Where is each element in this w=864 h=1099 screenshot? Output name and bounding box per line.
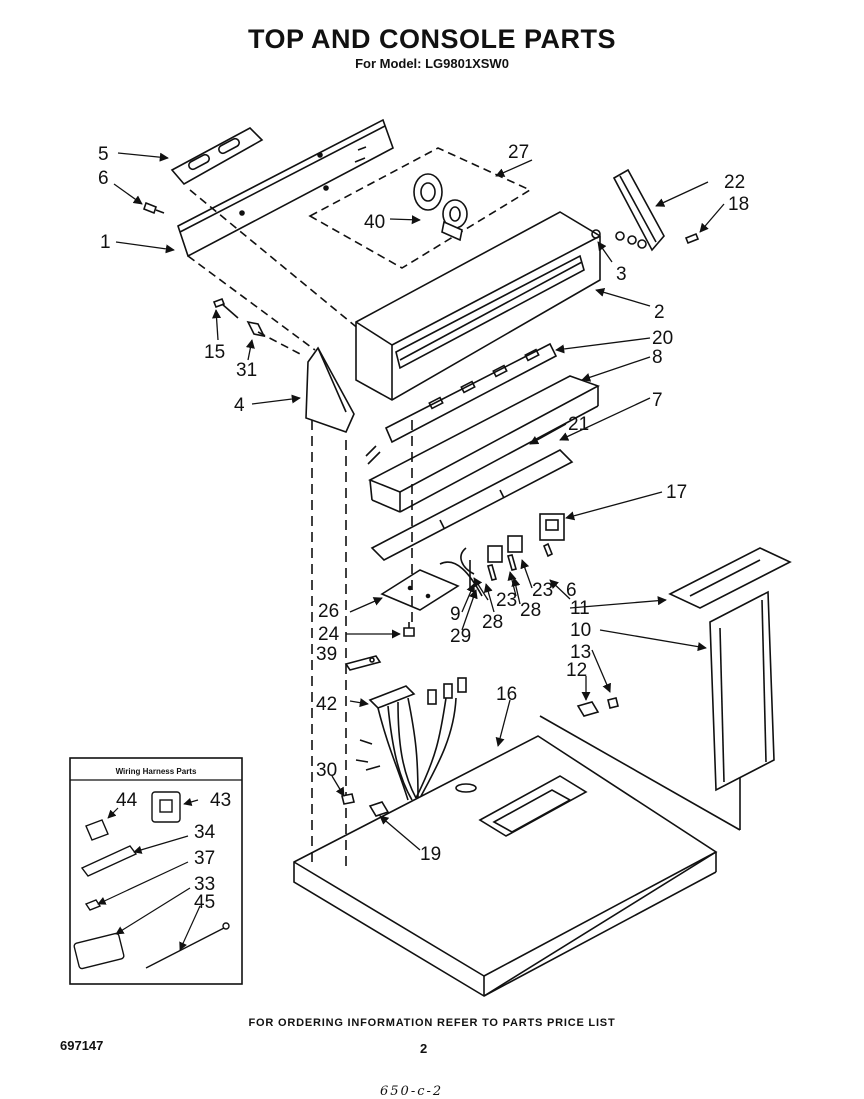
inset-callout-43: 43: [210, 790, 231, 811]
callout-23a: 23: [496, 590, 517, 611]
clip-screw-parts-12-13: [576, 697, 619, 717]
callout-18: 18: [728, 194, 749, 215]
inset-title: Wiring Harness Parts: [116, 767, 197, 776]
mounting-bracket-part: [170, 127, 264, 186]
ordering-note: FOR ORDERING INFORMATION REFER TO PARTS …: [248, 1017, 616, 1029]
callout-9: 9: [450, 604, 461, 625]
callout-12: 12: [566, 660, 587, 681]
callout-2: 2: [654, 302, 665, 323]
handwritten-note: 650-c-2: [380, 1084, 444, 1099]
callout-40: 40: [364, 212, 385, 233]
callout-5: 5: [98, 144, 109, 165]
callout-31: 31: [236, 360, 257, 381]
leader-lines: [113, 152, 725, 851]
callout-13: 13: [570, 642, 591, 663]
page-number: 2: [420, 1041, 428, 1056]
callout-22: 22: [724, 172, 745, 193]
control-panel-part: [365, 342, 558, 465]
callout-10: 10: [570, 620, 591, 641]
control-housing-outline: [187, 147, 532, 351]
callout-29: 29: [450, 626, 471, 647]
callout-27: 27: [508, 142, 529, 163]
callout-15: 15: [204, 342, 225, 363]
callout-6: 6: [98, 168, 109, 189]
callout-3: 3: [616, 264, 627, 285]
callout-4: 4: [234, 395, 245, 416]
screw-part-24: [403, 622, 415, 637]
inset-callout-44: 44: [116, 790, 138, 811]
callout-28b: 28: [520, 600, 541, 621]
callout-30: 30: [316, 760, 337, 781]
wiring-harness-part: [355, 677, 467, 801]
left-end-cap-part: [305, 346, 355, 433]
callout-28a: 28: [482, 612, 503, 633]
inset-callout-33: 33: [194, 874, 215, 895]
callout-21: 21: [568, 414, 589, 435]
callout-16: 16: [496, 684, 517, 705]
mounting-plate-part: [380, 569, 460, 611]
clip-part-39: [344, 655, 382, 671]
callout-1: 1: [100, 232, 111, 253]
callout-17: 17: [666, 482, 687, 503]
page-title: TOP AND CONSOLE PARTS: [247, 24, 617, 54]
wiring-harness-inset: Wiring Harness Parts 44 43 34 37 33 45: [69, 757, 243, 985]
callout-19: 19: [420, 844, 441, 865]
callout-8: 8: [652, 347, 663, 368]
callout-39: 39: [316, 644, 337, 665]
lint-filter-part: [668, 547, 792, 792]
clip-and-ground-parts: [341, 793, 390, 817]
right-end-cap-part: [591, 168, 700, 252]
callout-7: 7: [652, 390, 663, 411]
callout-42: 42: [316, 694, 337, 715]
callout-23b: 23: [532, 580, 553, 601]
mounting-rails-part: [368, 375, 600, 561]
cabinet-top-part: [293, 420, 741, 997]
inset-callout-37: 37: [194, 848, 215, 869]
rear-panel-part: [177, 118, 394, 258]
callout-11: 11: [570, 598, 590, 619]
screw-part: [143, 201, 165, 215]
screw-and-clip-parts: [212, 297, 305, 357]
inset-callout-45: 45: [194, 892, 215, 913]
console-part: [355, 211, 601, 401]
document-number: 697147: [60, 1038, 104, 1053]
model-subtitle: For Model: LG9801XSW0: [355, 56, 509, 71]
callout-6b: 6: [566, 580, 577, 601]
callout-24: 24: [318, 624, 340, 645]
inset-callout-34: 34: [194, 822, 216, 843]
timer-knob-part: [413, 173, 468, 242]
callout-numbers: 5 6 1 27 40 22 18 3 2 20 8 7 21 17 4 15 …: [98, 142, 749, 865]
callout-26: 26: [318, 601, 339, 622]
callout-20: 20: [652, 328, 673, 349]
switch-part: [539, 513, 565, 558]
relay-parts: [487, 535, 523, 581]
